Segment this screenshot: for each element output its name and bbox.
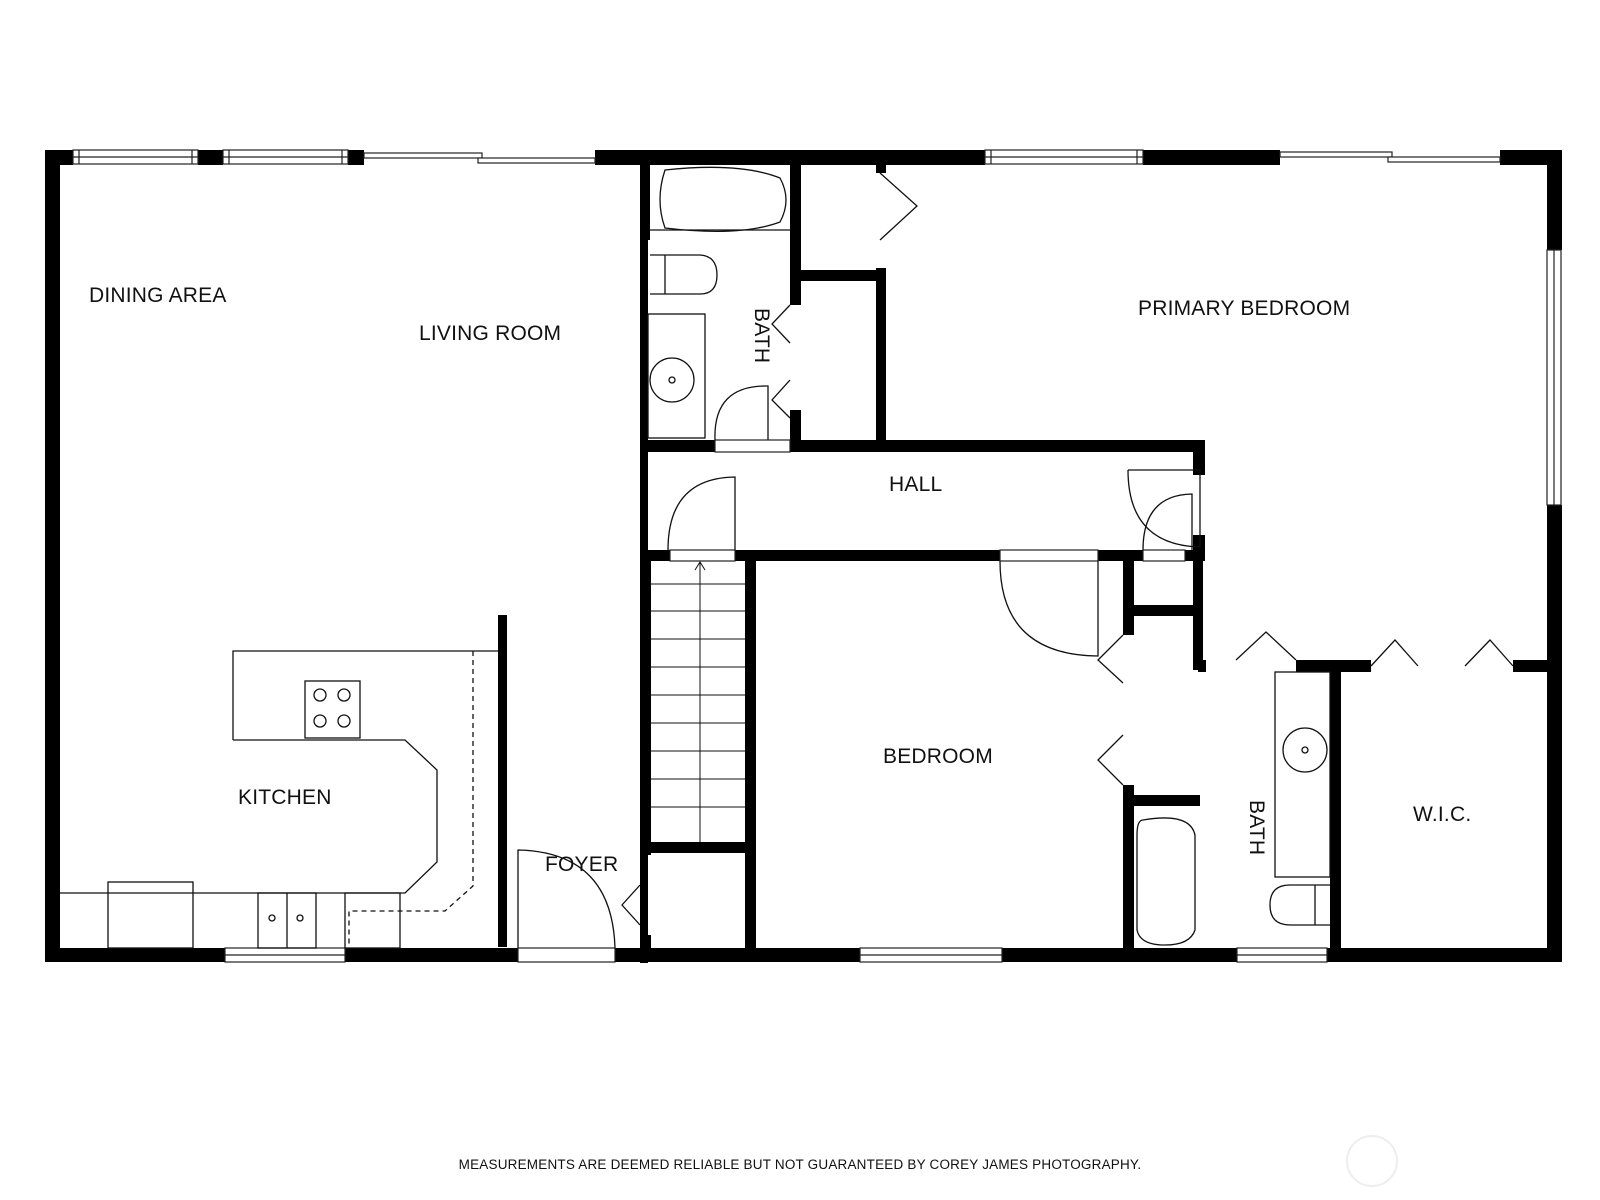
room-label-bedroom: BEDROOM: [883, 745, 993, 768]
sliding-doors: [363, 151, 1501, 164]
room-label-bath-2: BATH: [1245, 800, 1268, 856]
room-label-living-room: LIVING ROOM: [419, 322, 562, 345]
watermark-logo-icon: [1346, 1135, 1398, 1187]
room-label-wic: W.I.C.: [1413, 803, 1472, 826]
room-label-bath-1: BATH: [750, 308, 773, 364]
room-label-primary-bedroom: PRIMARY BEDROOM: [1138, 297, 1351, 320]
room-label-foyer: FOYER: [545, 853, 619, 876]
room-label-hall: HALL: [889, 473, 943, 496]
fixtures: [60, 166, 1514, 949]
windows: [72, 149, 1562, 963]
room-label-kitchen: KITCHEN: [238, 786, 332, 809]
disclaimer-text: MEASUREMENTS ARE DEEMED RELIABLE BUT NOT…: [458, 1157, 1142, 1172]
room-label-dining-area: DINING AREA: [89, 284, 227, 307]
walls: [45, 150, 1562, 963]
